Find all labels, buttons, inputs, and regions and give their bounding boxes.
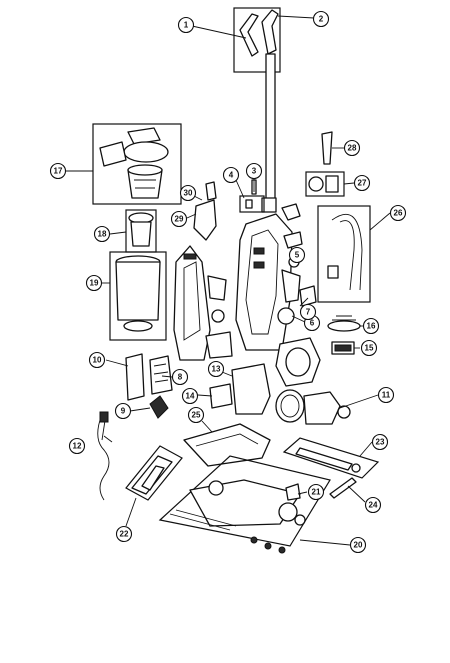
callout-26: 26 [389,204,407,222]
callout-5: 5 [288,246,306,264]
callout-label-18: 18 [98,230,107,239]
rear-housing [173,245,233,361]
callout-label-24: 24 [369,501,378,510]
leader-lines [66,15,391,546]
callout-24: 24 [364,496,382,514]
callout-8: 8 [171,368,189,386]
filter-pad-9 [149,395,169,419]
callout-label-13: 13 [212,365,221,374]
callout-14: 14 [181,387,199,405]
callout-label-15: 15 [365,344,374,353]
callout-13: 13 [207,360,225,378]
crevice-tool-28 [321,131,333,165]
callout-label-26: 26 [394,209,403,218]
callout-27: 27 [353,174,371,192]
callout-label-30: 30 [184,189,193,198]
callout-18: 18 [93,225,111,243]
cyclone-16 [327,315,361,332]
callout-label-7: 7 [306,308,311,317]
fan-housing [275,337,321,387]
bottom-plate-box-22 [125,445,183,501]
base-hood-25 [183,423,271,467]
callout-label-12: 12 [73,442,82,451]
callout-2: 2 [312,10,330,28]
filter-box-18 [125,209,157,253]
small-fittings [281,203,317,307]
callout-label-9: 9 [121,407,126,416]
filter-door-10 [125,353,145,401]
hose-box-26 [317,205,371,303]
callout-label-3: 3 [252,167,257,176]
handle-tube [261,53,277,213]
callout-label-8: 8 [178,373,183,382]
filter-15 [331,341,355,355]
dusting-brush-box-27 [305,171,345,197]
filter-8 [149,355,173,395]
callout-label-10: 10 [93,356,102,365]
callout-4: 4 [222,166,240,184]
callout-label-1: 1 [184,21,189,30]
callout-23: 23 [371,433,389,451]
callout-label-16: 16 [367,322,376,331]
callout-19: 19 [85,274,103,292]
callout-label-25: 25 [192,411,201,420]
callout-label-22: 22 [120,530,129,539]
callout-11: 11 [377,386,395,404]
dust-cup-box-17 [92,123,182,205]
upper-handle-grip [233,7,281,73]
callout-label-2: 2 [319,15,324,24]
callout-12: 12 [68,437,86,455]
brush-roll-box-23 [282,437,380,479]
callout-21: 21 [307,483,325,501]
callout-20: 20 [349,536,367,554]
callout-9: 9 [114,402,132,420]
callout-28: 28 [343,139,361,157]
callout-3: 3 [245,162,263,180]
callout-label-19: 19 [90,279,99,288]
callout-label-28: 28 [348,144,357,153]
callout-30: 30 [179,184,197,202]
callout-label-11: 11 [382,391,391,400]
callout-label-27: 27 [358,179,367,188]
callout-label-21: 21 [312,488,321,497]
callout-1: 1 [177,16,195,34]
callout-label-6: 6 [310,319,315,328]
callout-17: 17 [49,162,67,180]
motor-housing-13 [209,363,271,415]
callout-label-14: 14 [186,392,195,401]
wheel-motor-11 [275,389,351,425]
power-cord-12 [97,411,110,501]
belt-24 [329,477,357,499]
callout-25: 25 [187,406,205,424]
base-box-20 [158,455,331,554]
callout-29: 29 [170,210,188,228]
callout-10: 10 [88,351,106,369]
hose-adapter-29-30 [193,181,217,241]
callout-7: 7 [299,303,317,321]
callout-16: 16 [362,317,380,335]
callout-label-5: 5 [295,251,300,260]
callout-label-29: 29 [175,215,184,224]
dust-bin-box-19 [109,251,167,341]
clip-21 [285,483,301,501]
callout-label-20: 20 [354,541,363,550]
callout-label-17: 17 [54,167,63,176]
callout-22: 22 [115,525,133,543]
callout-15: 15 [360,339,378,357]
callout-label-23: 23 [376,438,385,447]
callout-label-4: 4 [229,171,234,180]
